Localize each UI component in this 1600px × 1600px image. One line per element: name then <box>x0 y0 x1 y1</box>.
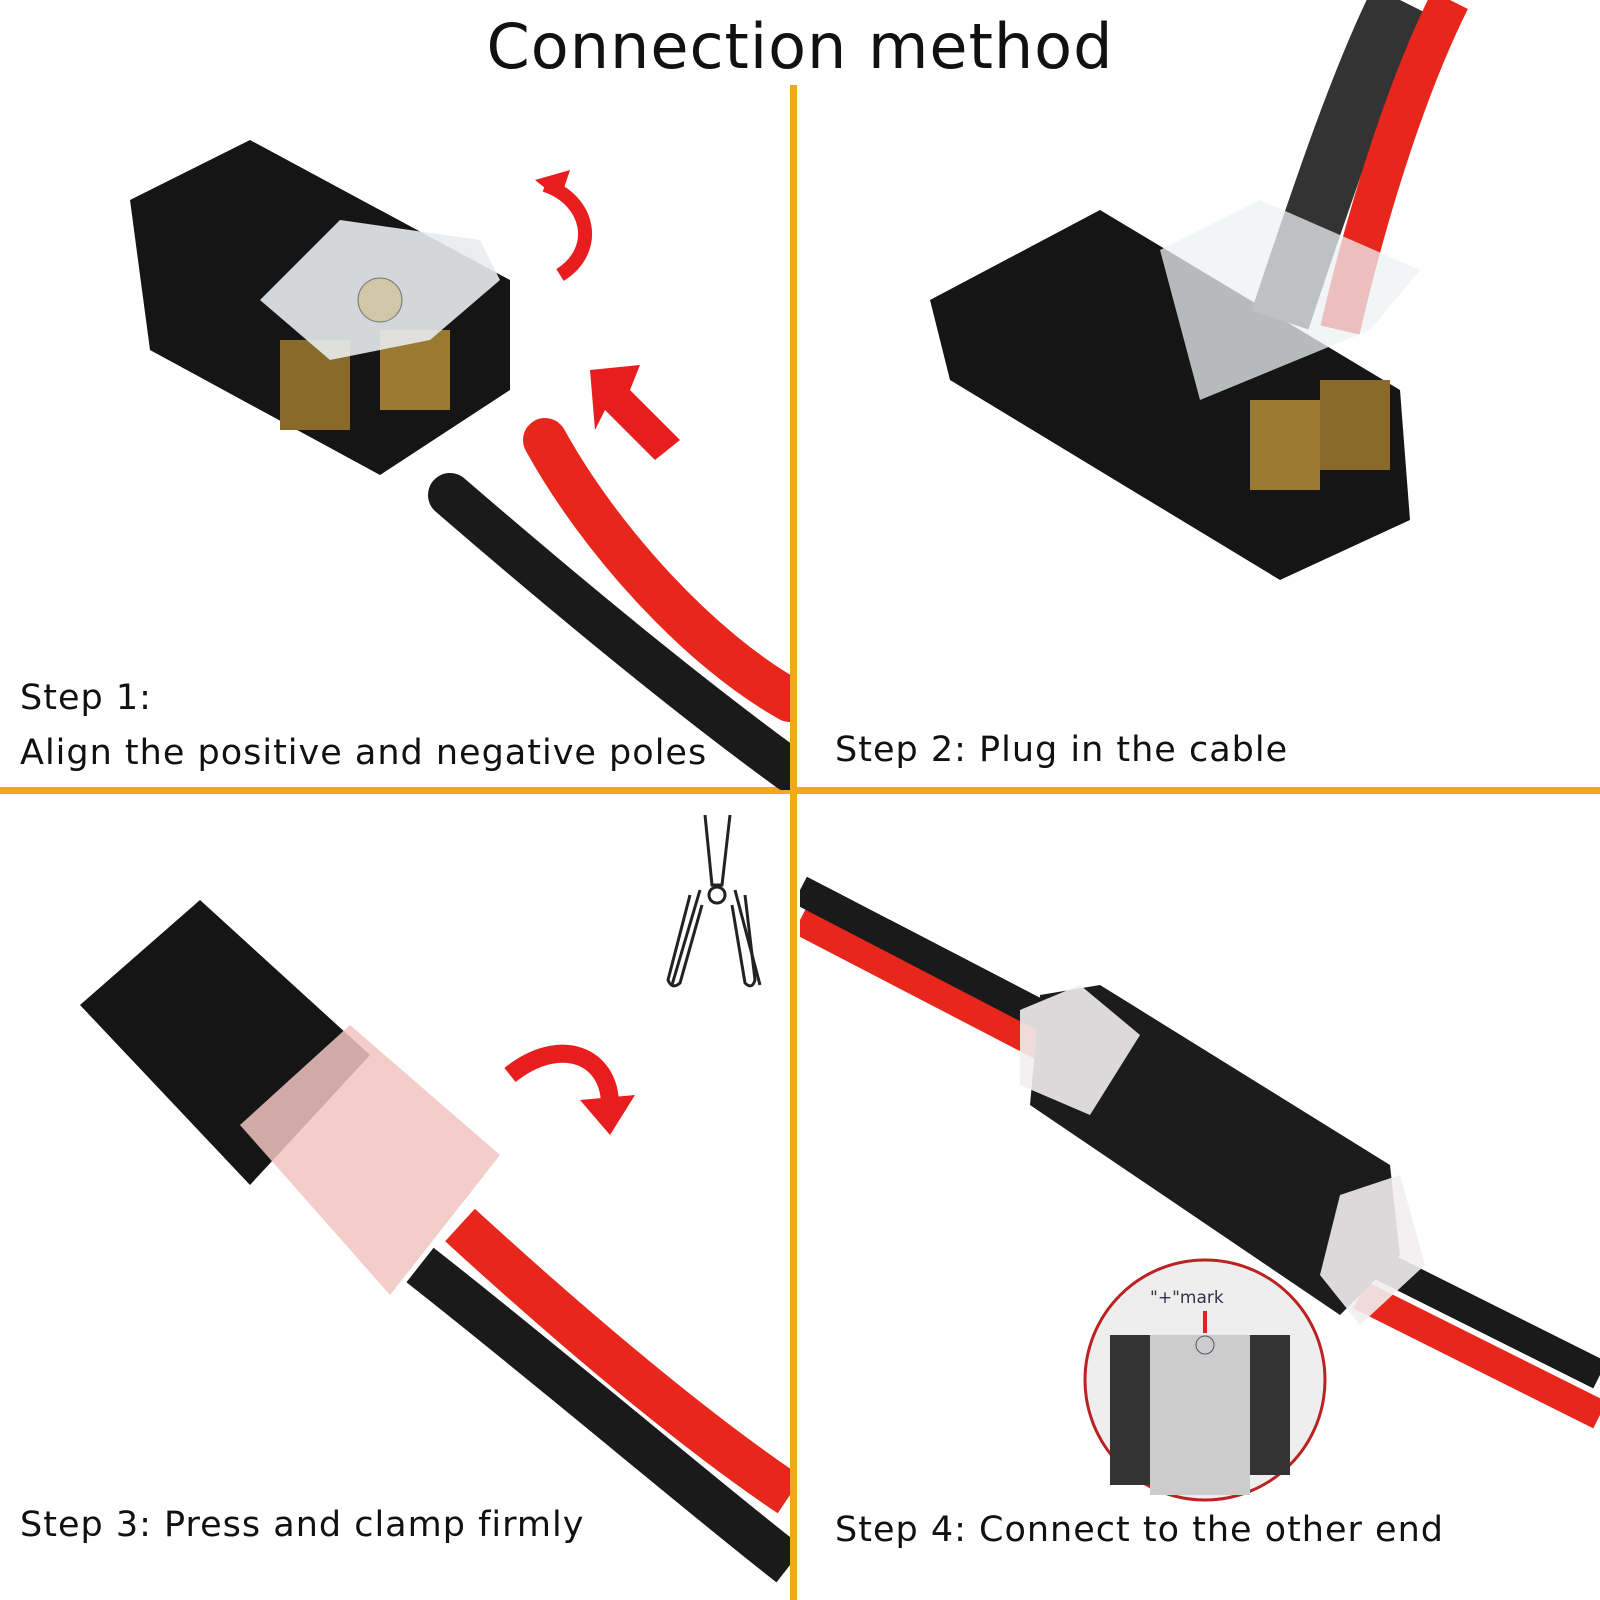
step1-heading: Step 1: <box>20 678 152 718</box>
black-wire <box>428 473 790 790</box>
connector <box>130 140 510 475</box>
step3-text: Step 3: Press and clamp firmly <box>20 1505 585 1545</box>
rotate-arrow-icon <box>504 1044 619 1106</box>
red-wire <box>523 418 790 722</box>
rotate-arrowhead <box>580 1095 635 1135</box>
page-title: Connection method <box>486 10 1114 83</box>
step4-text: Step 4: Connect to the other end <box>835 1510 1444 1550</box>
step1-text: Align the positive and negative poles <box>20 733 708 773</box>
step2-text: Step 2: Plug in the cable <box>835 730 1289 770</box>
step1-illustration <box>130 140 790 790</box>
up-arrow-icon <box>590 365 680 460</box>
rotate-arrowhead <box>535 170 570 200</box>
red-wire-right <box>1353 1281 1600 1429</box>
inset-mark-label: "+"mark <box>1150 1288 1224 1308</box>
black-wire-left <box>800 876 1067 1039</box>
step2-illustration <box>930 0 1468 580</box>
step3-illustration <box>80 814 790 1583</box>
pliers-icon <box>666 814 762 988</box>
red-wire-left <box>800 906 1067 1069</box>
red-wire <box>445 1208 790 1514</box>
vertical-divider <box>790 85 797 1600</box>
rotate-arrow-icon <box>542 178 592 281</box>
black-wire <box>406 1247 790 1583</box>
horizontal-divider <box>0 787 1600 794</box>
step4-illustration <box>800 876 1600 1502</box>
